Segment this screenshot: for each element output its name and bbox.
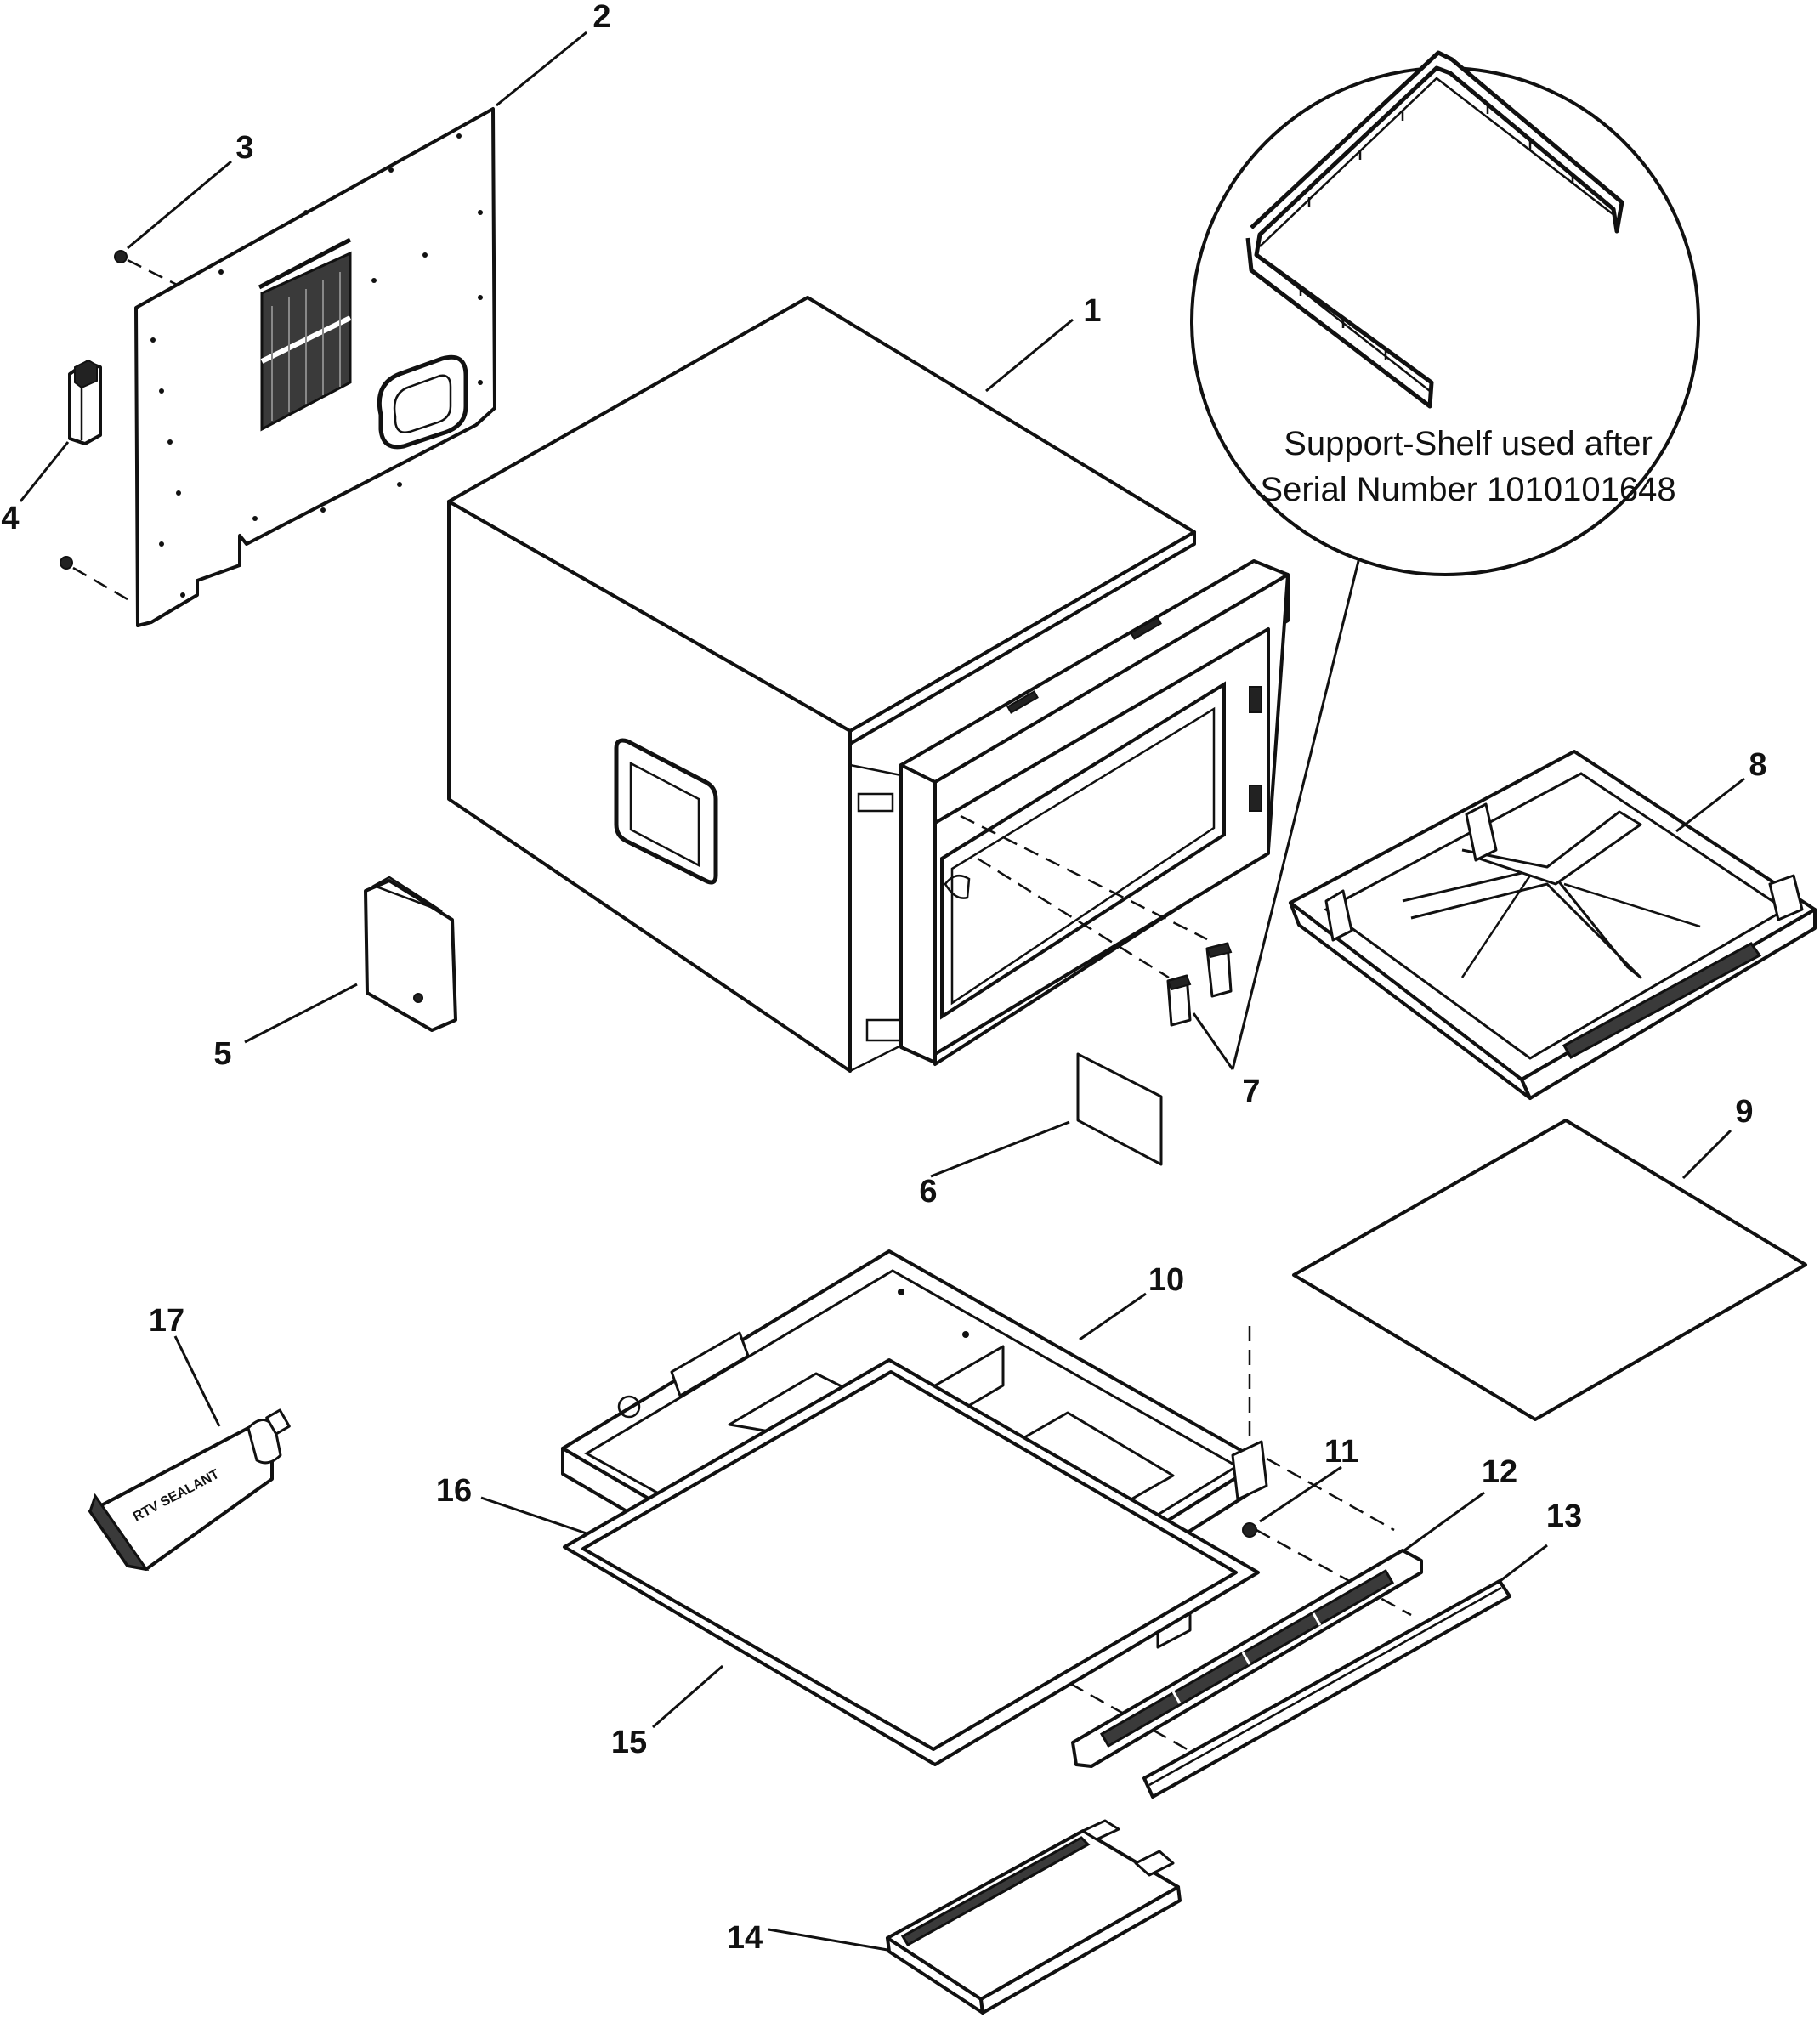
gasket xyxy=(563,1358,1260,1766)
callout-6: 6 xyxy=(919,1174,937,1210)
callout-15: 15 xyxy=(611,1725,647,1760)
filter-tray xyxy=(886,1819,1182,2014)
screw-lower xyxy=(60,556,128,601)
front-rail xyxy=(1071,1549,1423,1768)
callout-7: 7 xyxy=(1242,1074,1260,1109)
callout-1: 1 xyxy=(1083,293,1101,329)
bottom-sheet xyxy=(1292,1119,1807,1421)
base-screw xyxy=(1242,1522,1257,1538)
sealant-tube: RTV SEALANT xyxy=(88,1408,291,1572)
support-shelf-frame xyxy=(1245,50,1624,409)
back-panel xyxy=(134,107,496,627)
inset-note-line1: Support-Shelf used after xyxy=(1284,425,1653,462)
callout-11: 11 xyxy=(1324,1434,1358,1470)
callout-12: 12 xyxy=(1482,1454,1517,1490)
callout-3: 3 xyxy=(235,130,253,166)
callout-4: 4 xyxy=(1,501,19,536)
label-sheet xyxy=(1076,1052,1163,1166)
callout-2: 2 xyxy=(592,0,610,35)
trim-strip xyxy=(1142,1579,1511,1799)
callout-14: 14 xyxy=(727,1920,763,1956)
callout-10: 10 xyxy=(1148,1262,1184,1298)
callout-13: 13 xyxy=(1546,1499,1582,1534)
leader-lines xyxy=(19,31,1745,1952)
callout-17: 17 xyxy=(149,1303,184,1339)
callout-8: 8 xyxy=(1749,747,1766,783)
clips xyxy=(1166,942,1233,1027)
callout-9: 9 xyxy=(1735,1094,1753,1130)
inset-note-line2: Serial Number 1010101648 xyxy=(1260,471,1675,508)
callout-5: 5 xyxy=(213,1036,231,1072)
cabinet xyxy=(447,296,1290,1074)
callout-16: 16 xyxy=(436,1473,472,1509)
latch xyxy=(68,359,102,445)
cover-plate xyxy=(364,876,457,1032)
callouts: 1 2 3 4 5 6 7 8 9 10 11 12 13 14 15 16 1… xyxy=(1,0,1766,1956)
shelf-tray xyxy=(1289,750,1817,1100)
support-shelf-inset: Support-Shelf used after Serial Number 1… xyxy=(1190,50,1700,576)
screw-upper xyxy=(114,250,179,287)
